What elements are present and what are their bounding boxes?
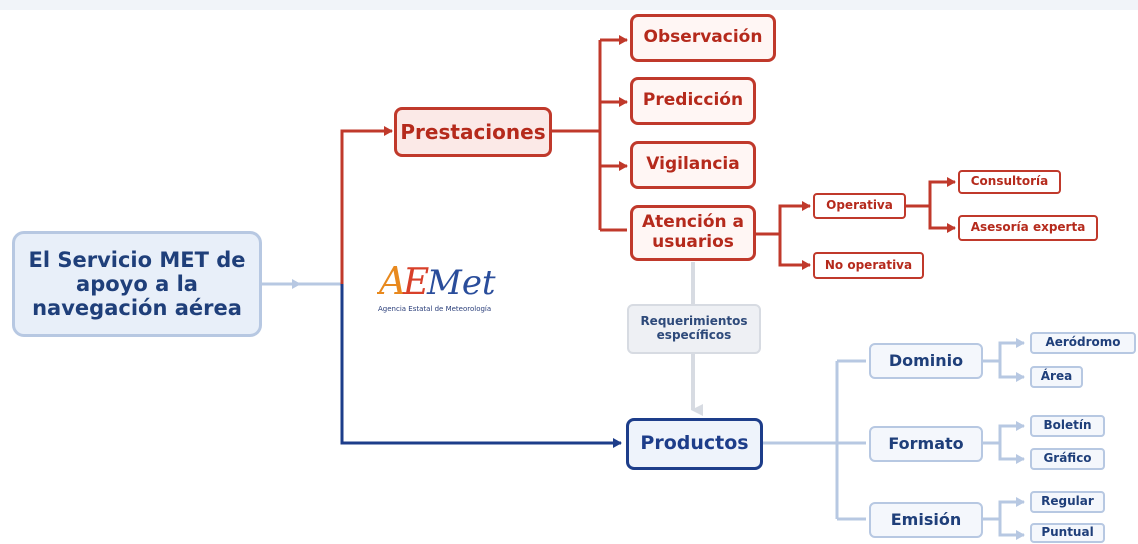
asesoria-label: Asesoría experta (970, 220, 1086, 235)
prestaciones-label: Prestaciones (400, 119, 546, 144)
atencion-usuarios-node[interactable]: Atención a usuarios (630, 205, 756, 261)
boletin-node[interactable]: Boletín (1030, 415, 1105, 437)
header-band (0, 0, 1138, 10)
no-operativa-label: No operativa (824, 257, 913, 272)
root-line-2: apoyo a la (76, 271, 198, 296)
operativa-node[interactable]: Operativa (813, 193, 906, 219)
productos-node[interactable]: Productos (626, 418, 763, 470)
logo-letters-met: Met (426, 263, 496, 303)
consultoria-node[interactable]: Consultoría (958, 170, 1061, 194)
prestaciones-connectors (552, 35, 956, 270)
area-node[interactable]: Área (1030, 366, 1083, 388)
productos-connectors (763, 338, 1025, 540)
emision-node[interactable]: Emisión (869, 502, 983, 538)
root-connector (262, 126, 622, 448)
boletin-label: Boletín (1043, 418, 1092, 433)
grafico-label: Gráfico (1043, 451, 1092, 466)
area-label: Área (1040, 369, 1073, 384)
observacion-label: Observación (643, 27, 763, 48)
vigilancia-node[interactable]: Vigilancia (630, 141, 756, 189)
observacion-node[interactable]: Observación (630, 14, 776, 62)
regular-label: Regular (1041, 494, 1094, 509)
operativa-label: Operativa (826, 198, 893, 213)
prediccion-node[interactable]: Predicción (630, 77, 756, 125)
regular-node[interactable]: Regular (1030, 491, 1105, 513)
prestaciones-node[interactable]: Prestaciones (394, 107, 552, 157)
productos-label: Productos (640, 432, 749, 455)
emision-label: Emisión (890, 509, 962, 529)
root-line-1: El Servicio MET de (28, 247, 246, 272)
no-operativa-node[interactable]: No operativa (813, 252, 924, 279)
aerodromo-label: Aeródromo (1045, 335, 1121, 350)
logo-letter-e: E (402, 262, 429, 303)
grafico-node[interactable]: Gráfico (1030, 448, 1105, 470)
logo-caption: Agencia Estatal de Meteorología (378, 305, 492, 313)
requerimientos-node[interactable]: Requerimientos específicos (627, 304, 761, 354)
aerodromo-node[interactable]: Aeródromo (1030, 332, 1136, 354)
asesoria-experta-node[interactable]: Asesoría experta (958, 215, 1098, 241)
dominio-node[interactable]: Dominio (869, 343, 983, 379)
formato-label: Formato (888, 433, 964, 453)
requerimientos-line-2: específicos (656, 328, 732, 342)
vigilancia-label: Vigilancia (646, 154, 740, 175)
dominio-label: Dominio (888, 350, 964, 370)
atencion-line-2: usuarios (652, 232, 734, 252)
requerimientos-line-1: Requerimientos (640, 314, 748, 329)
prediccion-label: Predicción (642, 90, 744, 111)
atencion-line-1: Atención a (642, 212, 744, 233)
logo-letter-a: A (377, 259, 406, 303)
aemet-logo: A E Met (377, 259, 496, 303)
formato-node[interactable]: Formato (869, 426, 983, 462)
puntual-node[interactable]: Puntual (1030, 523, 1105, 543)
root-line-3: navegación aérea (32, 296, 242, 321)
puntual-label: Puntual (1041, 525, 1094, 540)
root-node[interactable]: El Servicio MET de apoyo a la navegación… (12, 231, 262, 337)
consultoria-label: Consultoría (970, 174, 1049, 189)
